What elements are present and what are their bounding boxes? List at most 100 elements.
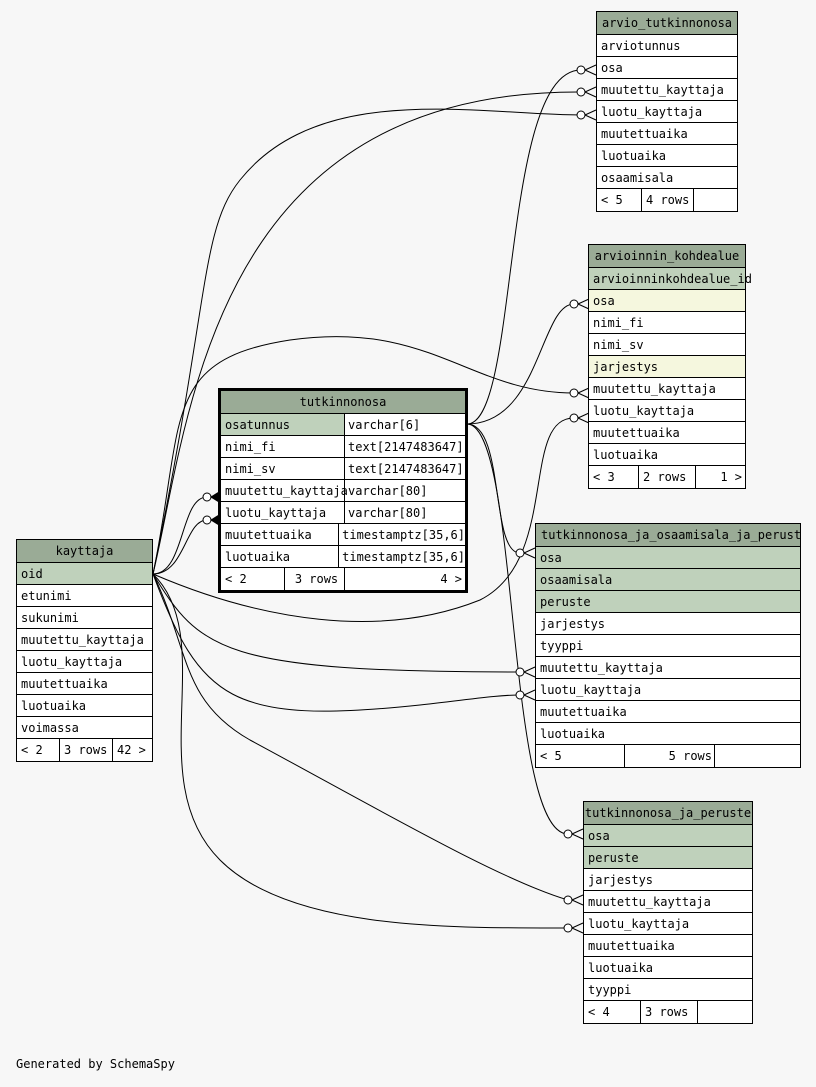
column-luotu-kayttaja[interactable]: luotu_kayttaja (597, 101, 737, 123)
column-oid[interactable]: oid (17, 563, 152, 585)
column-luotuaika[interactable]: luotuaika (536, 723, 800, 745)
column-muutettuaika[interactable]: muutettuaika timestamptz[35,6] (221, 524, 465, 546)
column-nimi-fi[interactable]: nimi_fi (589, 312, 745, 334)
column-nimi-sv[interactable]: nimi_sv text[2147483647] (221, 458, 465, 480)
edge-osa-arvio (466, 69, 582, 425)
column-jarjestys[interactable]: jarjestys (536, 613, 800, 635)
parents-count[interactable]: < 3 (589, 466, 639, 488)
column-osa[interactable]: osa (589, 290, 745, 312)
column-muutettuaika[interactable]: muutettuaika (584, 935, 752, 957)
row-count: 4 rows (642, 189, 694, 211)
column-muutettu-kayttaja[interactable]: muutettu_kayttaja varchar[80] (221, 480, 465, 502)
table-title[interactable]: tutkinnonosa_ja_osaamisala_ja_peruste (536, 524, 800, 547)
generated-by-label: Generated by SchemaSpy (16, 1057, 175, 1071)
column-nimi-fi[interactable]: nimi_fi text[2147483647] (221, 436, 465, 458)
column-nimi-sv[interactable]: nimi_sv (589, 334, 745, 356)
column-type: timestamptz[35,6] (342, 550, 465, 564)
column-muutettu-kayttaja[interactable]: muutettu_kayttaja (589, 378, 745, 400)
table-title[interactable]: arvio_tutkinnonosa (597, 12, 737, 35)
table-tutkinnonosa-ja-peruste[interactable]: tutkinnonosa_ja_peruste osa peruste jarj… (583, 801, 753, 1024)
column-type: varchar[80] (348, 506, 428, 520)
table-tutkinnonosa-ja-osaamisala-ja-peruste[interactable]: tutkinnonosa_ja_osaamisala_ja_peruste os… (535, 523, 801, 768)
table-arvioinnin-kohdealue[interactable]: arvioinnin_kohdealue arvioinninkohdealue… (588, 244, 752, 489)
column-luotuaika[interactable]: luotuaika (584, 957, 752, 979)
column-luotu-kayttaja[interactable]: luotu_kayttaja varchar[80] (221, 502, 465, 524)
column-type: varchar[6] (345, 414, 465, 435)
column-muutettuaika[interactable]: muutettuaika (536, 701, 800, 723)
column-luotu-kayttaja[interactable]: luotu_kayttaja (17, 651, 152, 673)
column-type: text[2147483647] (348, 462, 464, 476)
column-tyyppi[interactable]: tyyppi (536, 635, 800, 657)
column-muutettu-kayttaja[interactable]: muutettu_kayttaja (536, 657, 800, 679)
column-osatunnus[interactable]: osatunnus varchar[6] (221, 414, 465, 436)
column-osaamisala[interactable]: osaamisala (536, 569, 800, 591)
column-muutettuaika[interactable]: muutettuaika (17, 673, 152, 695)
table-arvio-tutkinnonosa[interactable]: arvio_tutkinnonosa arviotunnus osa muute… (596, 11, 738, 212)
table-footer: < 5 4 rows (597, 189, 737, 211)
children-count[interactable]: 4 > (440, 572, 462, 586)
column-name: muutettu_kayttaja (221, 480, 348, 501)
table-title[interactable]: kayttaja (17, 540, 152, 563)
children-count[interactable]: 42 > (117, 743, 146, 757)
column-muutettu-kayttaja[interactable]: muutettu_kayttaja (597, 79, 737, 101)
table-title[interactable]: tutkinnonosa (221, 391, 465, 414)
table-footer: < 4 3 rows (584, 1001, 752, 1023)
column-arvioinninkohdealue-id[interactable]: arvioinninkohdealue_id (589, 268, 752, 290)
column-luotu-kayttaja[interactable]: luotu_kayttaja (584, 913, 752, 935)
edge-kayttaja-tutk-muutettu (152, 496, 208, 575)
column-peruste[interactable]: peruste (536, 591, 800, 613)
row-count: 3 rows (285, 568, 345, 590)
edge-kayttaja-arvio-muutettu (152, 91, 582, 575)
edge-kayttaja-tutk-luotu (152, 519, 208, 575)
column-name: luotuaika (221, 546, 340, 567)
row-count: 3 rows (60, 739, 113, 761)
column-sukunimi[interactable]: sukunimi (17, 607, 152, 629)
column-name: osatunnus (221, 414, 345, 435)
column-voimassa[interactable]: voimassa (17, 717, 152, 739)
table-title[interactable]: tutkinnonosa_ja_peruste (584, 802, 752, 825)
parents-count[interactable]: < 5 (536, 745, 625, 767)
table-title[interactable]: arvioinnin_kohdealue (589, 245, 745, 268)
column-luotu-kayttaja[interactable]: luotu_kayttaja (589, 400, 745, 422)
column-luotuaika[interactable]: luotuaika (17, 695, 152, 717)
column-luotuaika[interactable]: luotuaika (597, 145, 737, 167)
row-count: 2 rows (639, 466, 696, 488)
table-footer: < 3 2 rows 1 > (589, 466, 745, 488)
column-osa[interactable]: osa (584, 825, 752, 847)
column-jarjestys[interactable]: jarjestys (584, 869, 752, 891)
column-muutettu-kayttaja[interactable]: muutettu_kayttaja (584, 891, 752, 913)
column-osa[interactable]: osa (536, 547, 800, 569)
column-muutettuaika[interactable]: muutettuaika (589, 422, 745, 444)
column-luotu-kayttaja[interactable]: luotu_kayttaja (536, 679, 800, 701)
table-kayttaja[interactable]: kayttaja oid etunimi sukunimi muutettu_k… (16, 539, 153, 762)
edge-kayttaja-peruste-muutettu (152, 573, 569, 901)
edge-osa-kohdealue (466, 303, 575, 425)
parents-count[interactable]: < 2 (17, 739, 60, 761)
children-count[interactable] (694, 189, 737, 211)
column-muutettuaika[interactable]: muutettuaika (597, 123, 737, 145)
row-count: 5 rows (625, 745, 715, 767)
column-type: text[2147483647] (348, 440, 464, 454)
column-osa[interactable]: osa (597, 57, 737, 79)
column-etunimi[interactable]: etunimi (17, 585, 152, 607)
column-muutettu-kayttaja[interactable]: muutettu_kayttaja (17, 629, 152, 651)
column-luotuaika[interactable]: luotuaika (589, 444, 745, 466)
table-footer: < 2 3 rows 42 > (17, 739, 152, 761)
children-count[interactable] (715, 745, 800, 767)
column-luotuaika[interactable]: luotuaika timestamptz[35,6] (221, 546, 465, 568)
column-tyyppi[interactable]: tyyppi (584, 979, 752, 1001)
edge-kayttaja-kohdealue-muutettu (152, 336, 575, 575)
column-jarjestys[interactable]: jarjestys (589, 356, 745, 378)
parents-count[interactable]: < 2 (221, 568, 285, 590)
column-peruste[interactable]: peruste (584, 847, 752, 869)
column-osaamisala[interactable]: osaamisala (597, 167, 737, 189)
parents-count[interactable]: < 5 (597, 189, 642, 211)
children-count[interactable] (698, 1001, 752, 1023)
children-count[interactable]: 1 > (720, 470, 742, 484)
parents-count[interactable]: < 4 (584, 1001, 641, 1023)
edge-osa-osaamisala (466, 423, 521, 554)
edge-kayttaja-arvio-luotu (152, 108, 582, 575)
table-tutkinnonosa[interactable]: tutkinnonosa osatunnus varchar[6] nimi_f… (218, 388, 468, 593)
column-name: nimi_fi (221, 436, 345, 457)
column-arviotunnus[interactable]: arviotunnus (597, 35, 737, 57)
